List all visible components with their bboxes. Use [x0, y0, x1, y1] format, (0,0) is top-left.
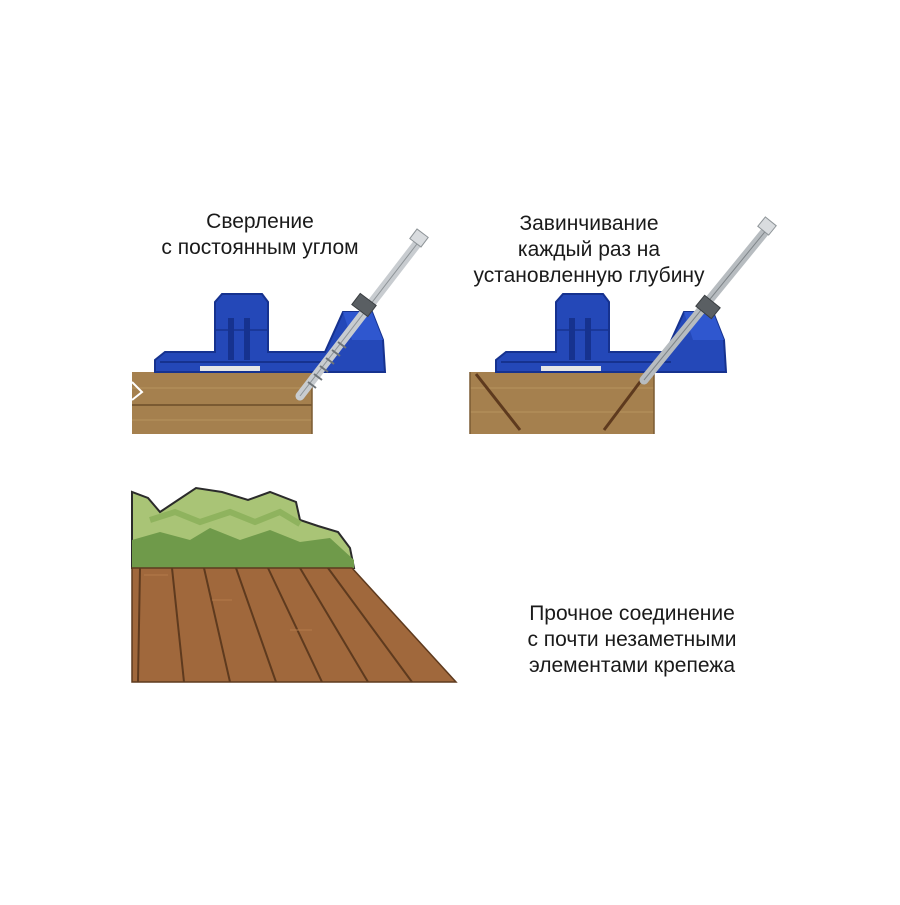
result-caption-line-3: элементами крепежа: [528, 654, 736, 677]
pocket-hole-jig-right: [495, 293, 728, 373]
drilling-scene: [131, 228, 429, 434]
screwing-scene: [469, 216, 777, 434]
screwing-caption: Завинчивание каждый раз на установленную…: [458, 211, 720, 289]
screwing-caption-line-3: установленную глубину: [473, 264, 705, 287]
wood-board-left: [131, 372, 313, 434]
result-caption-line-2: с почти незаметными: [527, 628, 737, 651]
drilling-caption-line-2: с постоянным углом: [161, 236, 359, 259]
drilling-caption-line-1: Сверление: [206, 210, 314, 233]
screwing-caption-line-2: каждый раз на: [517, 238, 661, 261]
drill-bit: [295, 228, 429, 401]
wood-board-right: [469, 372, 655, 434]
screwdriver-bit: [639, 216, 777, 385]
bush: [131, 486, 356, 569]
result-caption-line-1: Прочное соединение: [529, 602, 735, 625]
deck-scene: [131, 486, 458, 683]
result-caption: Прочное соединение с почти незаметными э…: [502, 601, 762, 679]
screwing-caption-line-1: Завинчивание: [519, 212, 659, 235]
wooden-deck: [131, 567, 458, 683]
drilling-caption: Сверление с постоянным углом: [140, 209, 380, 261]
